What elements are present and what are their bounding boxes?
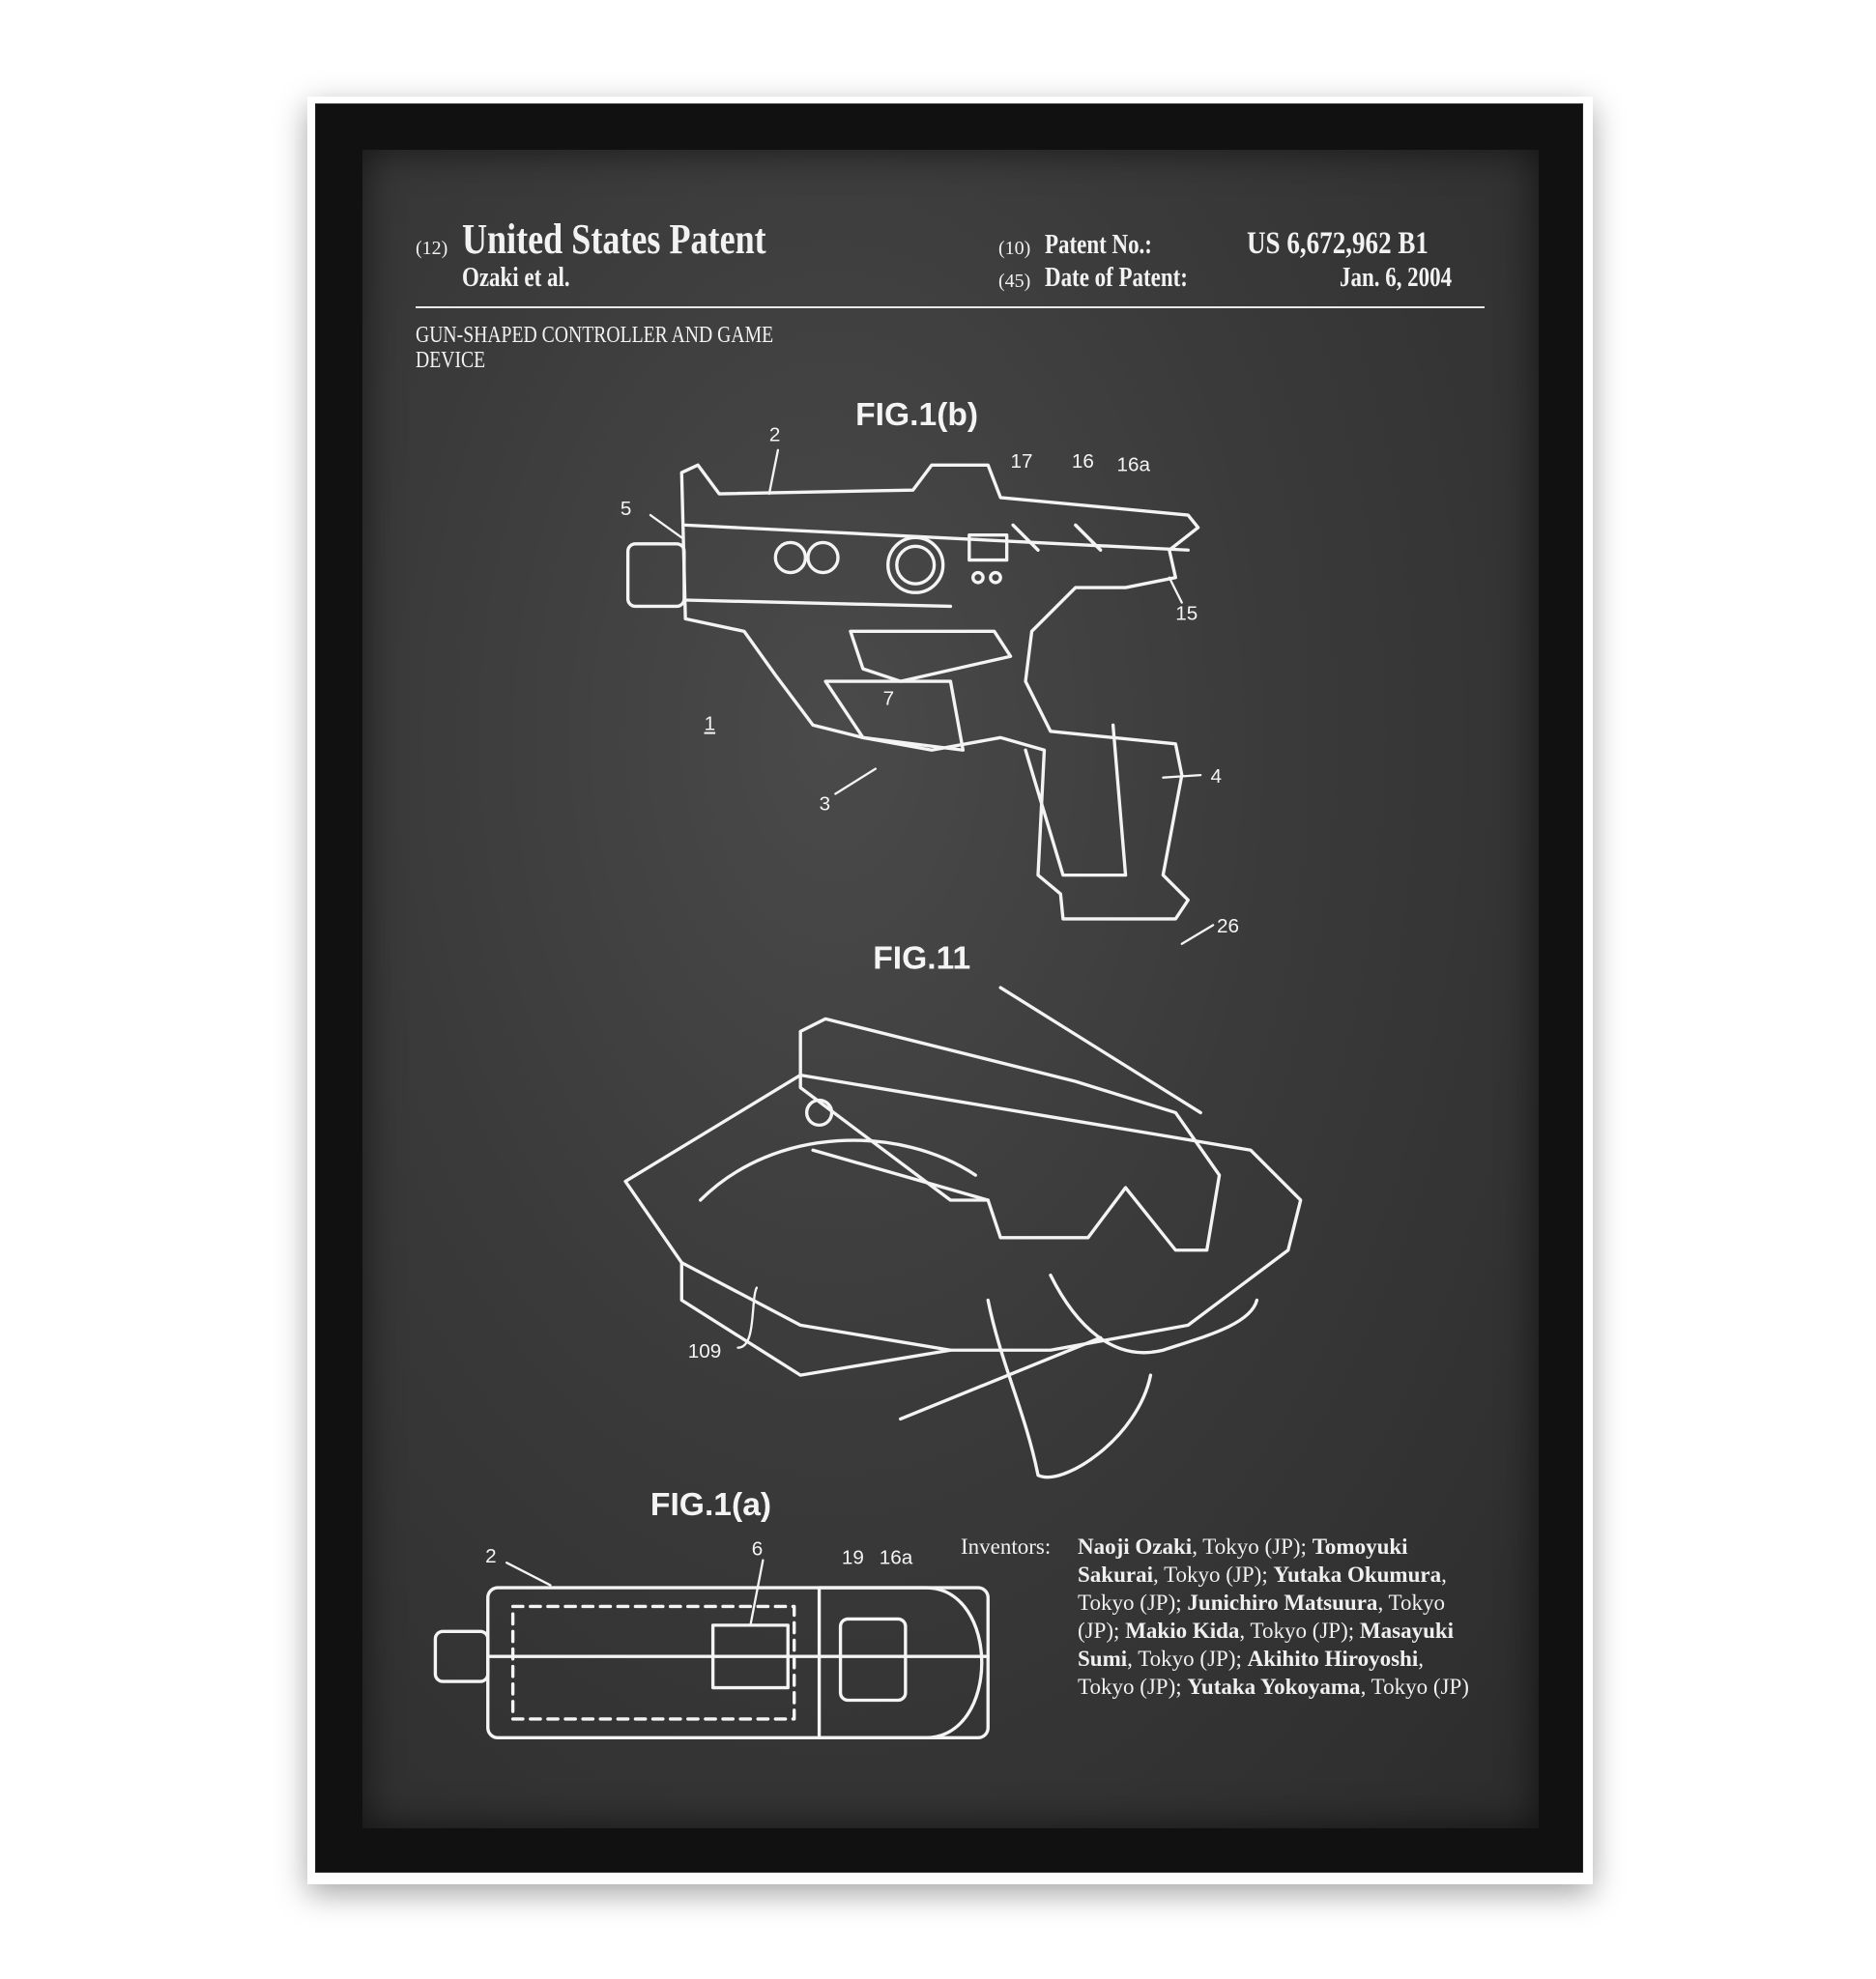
inventor-name: Junichiro Matsuura <box>1187 1591 1378 1615</box>
inventors-block: Inventors: Naoji Ozaki, Tokyo (JP); Tomo… <box>961 1533 1483 1701</box>
fig11-title: FIG.11 <box>873 941 970 977</box>
inventors-label: Inventors: <box>961 1534 1052 1559</box>
fig1a-ref-19: 19 <box>842 1546 864 1568</box>
header-divider <box>416 306 1485 308</box>
fig1b-ref-26: 26 <box>1217 915 1239 937</box>
inventor-name: Yutaka Yokoyama <box>1187 1675 1361 1699</box>
fig1b-ref-3: 3 <box>820 792 831 815</box>
code-45: (45) <box>998 271 1031 292</box>
leader-lines <box>505 448 1215 1627</box>
fig1b-ref-2: 2 <box>769 424 781 446</box>
inventors-list: Naoji Ozaki, Tokyo (JP); Tomoyuki Sakura… <box>1078 1533 1483 1701</box>
patent-number: US 6,672,962 B1 <box>1247 226 1429 261</box>
code-12: (12) <box>416 238 448 259</box>
date-label: Date of Patent: <box>1045 263 1188 293</box>
fig11-console-drawing <box>623 986 1303 1479</box>
inventor-location: , Tokyo (JP); <box>1127 1647 1248 1671</box>
inventor-name: Akihito Hiroyoshi <box>1247 1647 1419 1671</box>
fig1b-ref-16a: 16a <box>1117 454 1151 476</box>
fig1b-ref-4: 4 <box>1211 765 1223 788</box>
fig1a-title: FIG.1(a) <box>650 1487 771 1523</box>
inventor-location: , Tokyo (JP) <box>1360 1675 1469 1699</box>
inventor-location: , Tokyo (JP); <box>1078 1563 1447 1615</box>
fig1b-gun-drawing <box>625 463 1200 921</box>
patent-no-label: Patent No.: <box>1045 230 1152 260</box>
inventor-location: , Tokyo (JP); <box>1192 1534 1313 1559</box>
patent-date: Jan. 6, 2004 <box>1340 263 1453 293</box>
fig1b-ref-5: 5 <box>621 498 632 520</box>
fig1a-topview-drawing <box>433 1586 990 1739</box>
inventor-name: Makio Kida <box>1125 1619 1240 1643</box>
patent-heading: United States Patent <box>462 215 766 263</box>
fig1a-ref-2: 2 <box>485 1545 497 1567</box>
fig1a-ref-6: 6 <box>752 1537 764 1560</box>
inventor-name: Yutaka Okumura <box>1273 1563 1442 1587</box>
inventor-location: , Tokyo (JP); <box>1152 1563 1274 1587</box>
fig1b-ref-1: 1 <box>705 713 716 735</box>
fig1b-ref-15: 15 <box>1175 603 1198 625</box>
fig1b-ref-7: 7 <box>883 688 895 710</box>
inventor-location: , Tokyo (JP); <box>1078 1647 1424 1699</box>
fig1b-ref-16: 16 <box>1072 450 1094 473</box>
code-10: (10) <box>998 238 1031 259</box>
fig1b-ref-17: 17 <box>1011 450 1033 473</box>
inventor-location: , Tokyo (JP); <box>1078 1591 1445 1643</box>
chalkboard-print <box>362 150 1539 1828</box>
invention-title-line2: DEVICE <box>416 348 486 373</box>
inventor-name: Tomoyuki Sakurai <box>1078 1534 1408 1587</box>
assignee-line: Ozaki et al. <box>462 263 570 293</box>
fig1b-title: FIG.1(b) <box>855 397 978 433</box>
fig11-ref-109: 109 <box>688 1340 722 1362</box>
fig1a-ref-16a: 16a <box>880 1546 913 1568</box>
invention-title-line1: GUN-SHAPED CONTROLLER AND GAME <box>416 323 774 348</box>
inventor-name: Naoji Ozaki <box>1078 1534 1193 1559</box>
inventor-location: , Tokyo (JP); <box>1239 1619 1360 1643</box>
inventor-name: Masayuki Sumi <box>1078 1619 1455 1671</box>
